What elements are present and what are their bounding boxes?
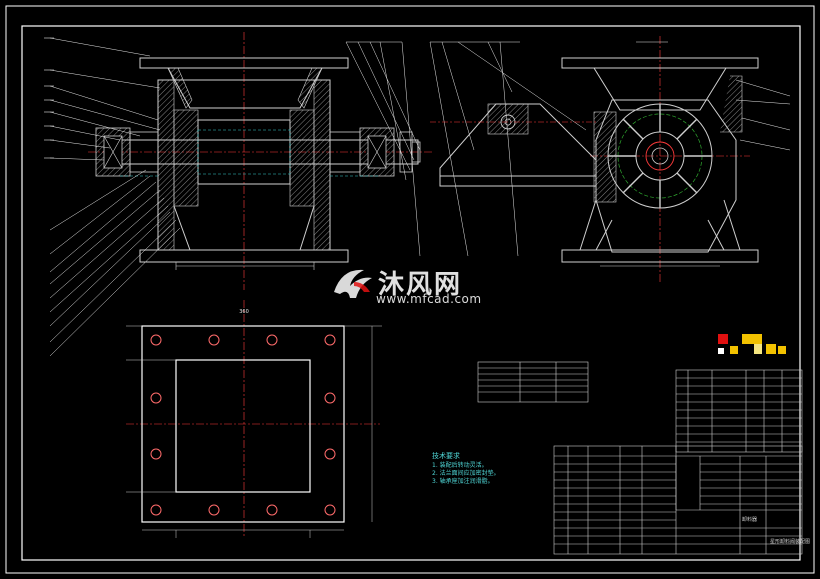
side-view: [430, 36, 791, 282]
front-section-view: [88, 32, 432, 290]
part-leaders-left: [49, 37, 181, 357]
technical-notes: 技术要求 1. 装配后转动灵活。 2. 法兰面间应加密封垫。 3. 轴承座加注润…: [432, 452, 500, 486]
technical-notes-heading: 技术要求: [432, 452, 460, 460]
drawing-subtitle: 星形卸料阀装配图: [770, 539, 811, 545]
watermark: 沐风网 www.mfcad.com: [330, 262, 490, 310]
part-leaders-top: [345, 41, 587, 257]
dimension-label: 360: [239, 309, 249, 315]
color-swatches: [718, 334, 786, 354]
drawing-name: 卸料器: [742, 517, 758, 523]
inner-border: [21, 25, 801, 561]
plan-view: [126, 300, 382, 538]
spec-table: [477, 361, 589, 403]
technical-note-item: 2. 法兰面间应加密封垫。: [432, 470, 500, 477]
parts-list: [553, 369, 803, 555]
balloon-ticks-left: [44, 37, 54, 159]
watermark-url: www.mfcad.com: [376, 292, 482, 306]
technical-note-item: 1. 装配后转动灵活。: [432, 462, 488, 469]
mfcad-logo-icon: [334, 269, 372, 298]
technical-note-item: 3. 轴承座加注润滑脂。: [432, 478, 494, 485]
watermark-title: 沐风网: [378, 270, 463, 300]
outer-border: [5, 5, 815, 574]
